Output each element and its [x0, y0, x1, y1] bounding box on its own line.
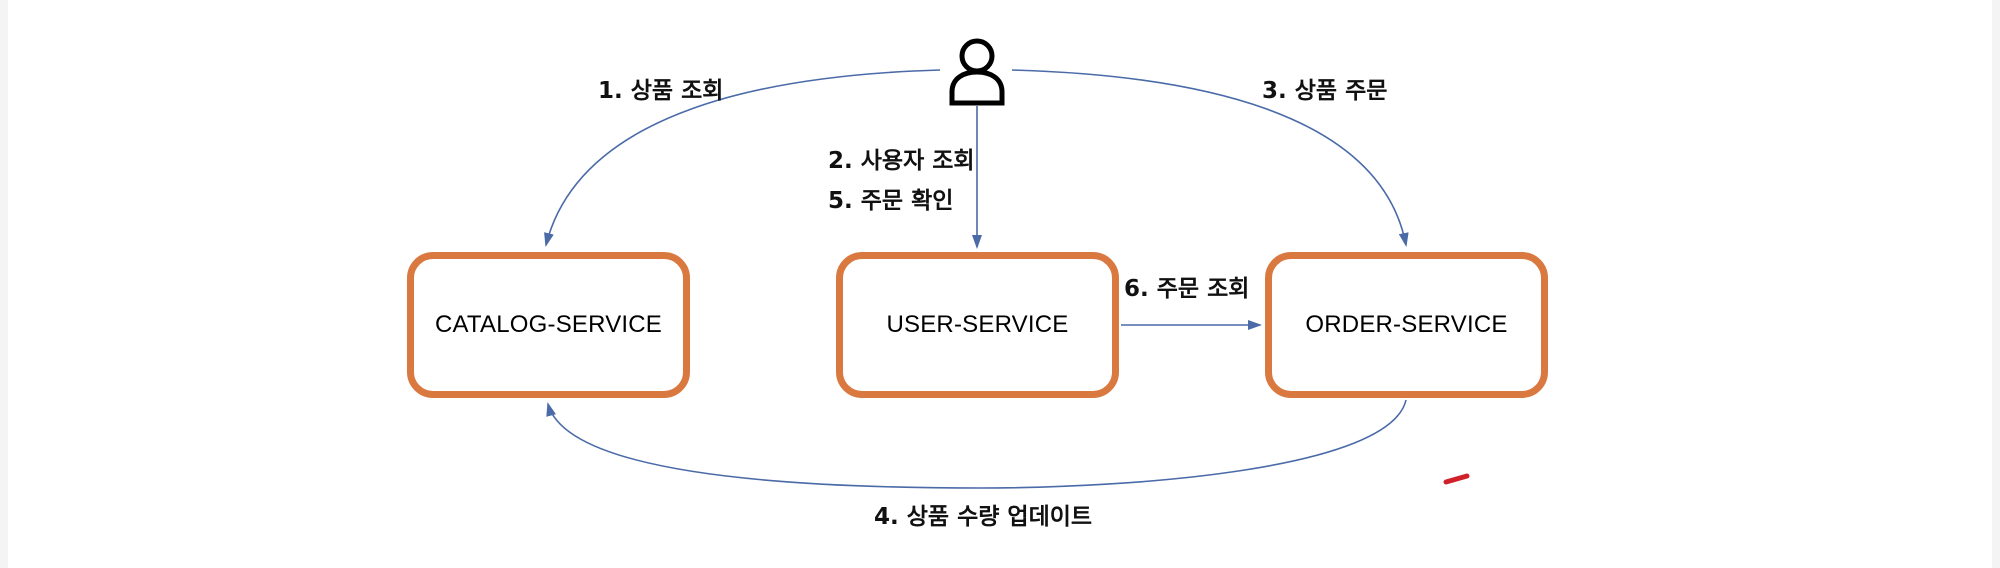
- step-2-label: 2. 사용자 조회: [828, 148, 975, 174]
- step-6-label: 6. 주문 조회: [1124, 276, 1250, 302]
- step-4-label: 4. 상품 수량 업데이트: [874, 504, 1093, 530]
- order-service-node: ORDER-SERVICE: [1265, 252, 1548, 398]
- left-edge-strip: [0, 0, 8, 568]
- user-service-label: USER-SERVICE: [886, 311, 1069, 338]
- user-person-icon: [949, 38, 1005, 106]
- catalog-service-node: CATALOG-SERVICE: [407, 252, 690, 398]
- arrow-user-to-catalog: [544, 69, 941, 247]
- order-service-label: ORDER-SERVICE: [1305, 311, 1508, 338]
- user-service-node: USER-SERVICE: [836, 252, 1119, 398]
- step-1-label: 1. 상품 조회: [598, 78, 724, 104]
- catalog-service-label: CATALOG-SERVICE: [434, 311, 663, 338]
- arrow-order-to-catalog: [546, 399, 1407, 489]
- red-annotation-stroke-2: [1443, 473, 1470, 485]
- arrow-user-to-order: [1011, 69, 1409, 247]
- step-5-label: 5. 주문 확인: [828, 188, 954, 214]
- step-3-label: 3. 상품 주문: [1262, 78, 1388, 104]
- right-edge-strip: [1992, 0, 2000, 568]
